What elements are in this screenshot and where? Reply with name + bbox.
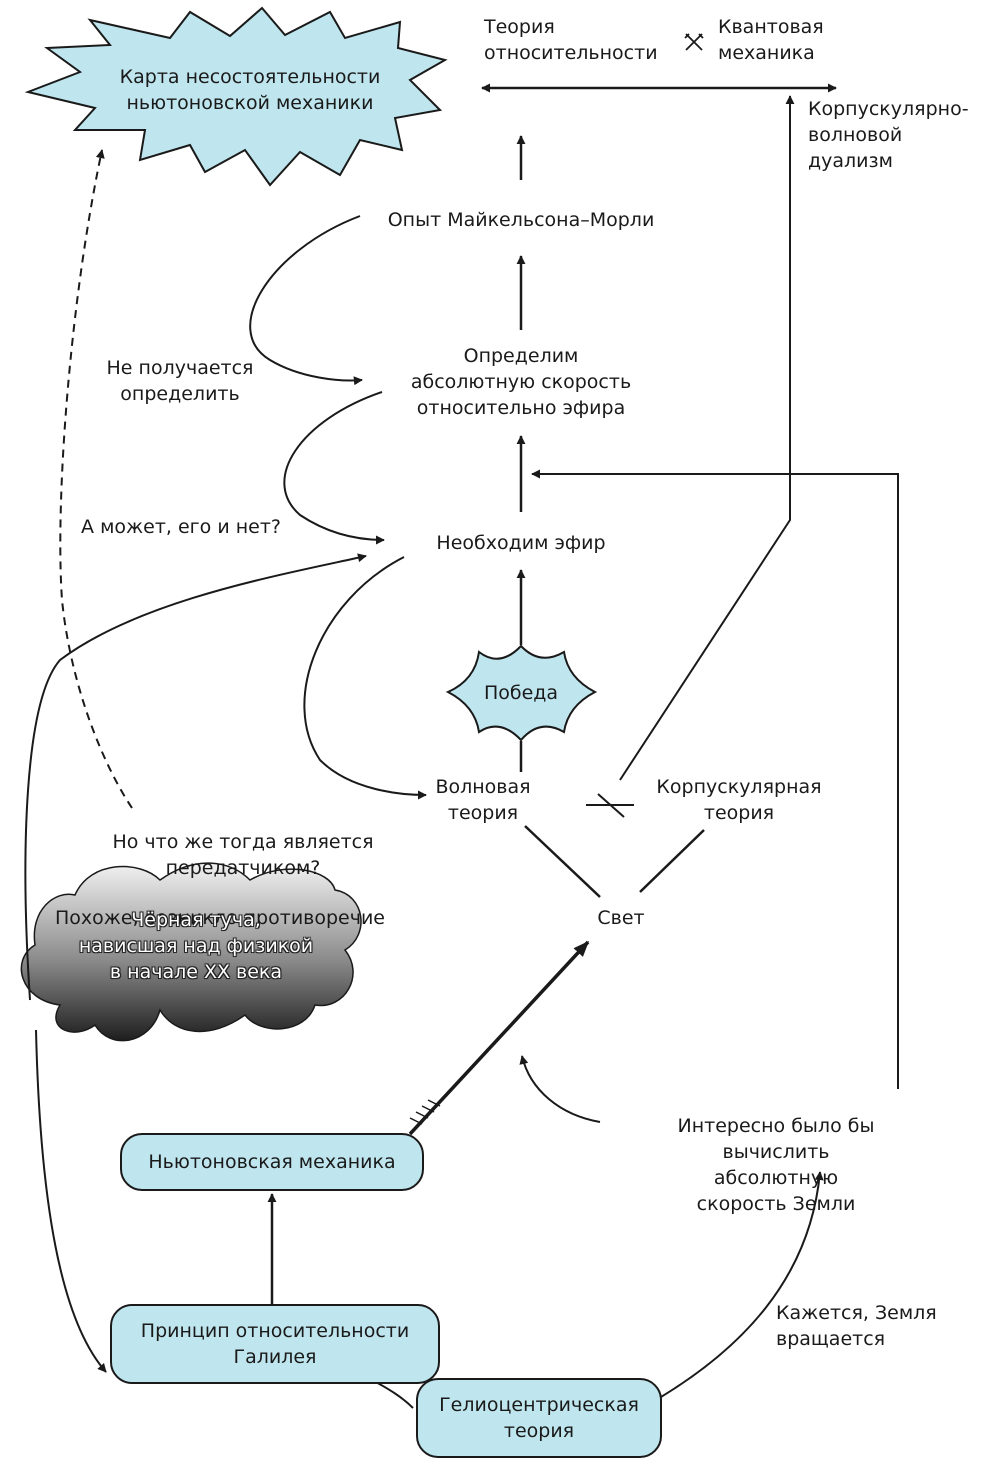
interesting-label: Интересно было бы вычислить абсолютную с…	[677, 1115, 875, 1215]
newton-failure-burst	[24, 6, 448, 187]
galileo-box: Принцип относительности Галилея	[110, 1304, 440, 1384]
quantum-label: Квантовая механика	[718, 16, 824, 64]
determine-speed-label: Определим абсолютную скорость относитель…	[410, 345, 632, 419]
arrow-fletching-icon	[409, 1099, 441, 1125]
light-label: Свет	[597, 907, 645, 929]
crossed-swords-icon	[684, 33, 704, 51]
black-cloud-label: Чёрная туча, нависшая над физикой в нача…	[78, 909, 314, 983]
cannot-determine-label: Не получается определить	[106, 357, 254, 405]
earth-rotates-label: Кажется, Земля вращается	[776, 1302, 937, 1350]
victory-burst	[445, 644, 598, 742]
black-cloud-shape	[20, 862, 362, 1042]
need-ether-label: Необходим эфир	[436, 532, 606, 554]
newton-failure-label: Карта несостоятельности ньютоновской мех…	[119, 66, 381, 114]
corpuscular-theory-label: Корпускулярная теория	[656, 776, 822, 824]
wave-theory-label: Волновая теория	[435, 776, 531, 824]
transmitter-question-label: Но что же тогда является передатчиком?	[112, 831, 374, 879]
duality-label: Корпускулярно- волновой дуализм	[808, 98, 969, 172]
contradiction-label: Похоже, возникло противоречие	[54, 907, 386, 929]
heliocentric-box: Гелиоцентрическая теория	[416, 1378, 662, 1458]
victory-label: Победа	[483, 682, 559, 704]
maybe-not-exist-label: А может, его и нет?	[81, 516, 281, 538]
newton-mechanics-box: Ньютоновская механика	[120, 1133, 424, 1191]
michelson-morley-label: Опыт Майкельсона–Морли	[387, 209, 655, 231]
relativity-label: Теория относительности	[484, 16, 658, 64]
